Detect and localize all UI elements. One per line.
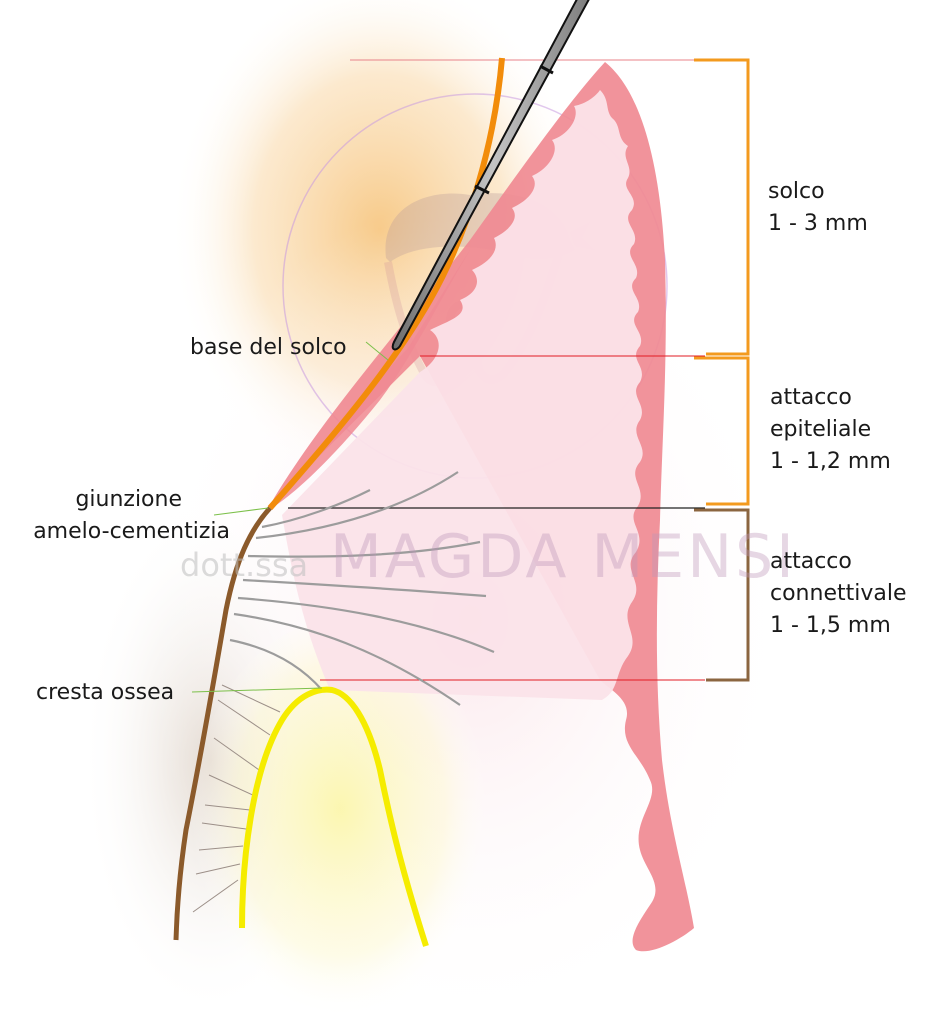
sharpey-fibers <box>192 684 281 913</box>
measurement-epiteliale-title2: epiteliale <box>770 417 872 442</box>
measurement-connettivale-title2: connettivale <box>770 581 907 606</box>
measurement-connettivale-value: 1 - 1,5 mm <box>770 613 891 638</box>
measurement-attacco-epiteliale: attacco epiteliale 1 - 1,2 mm <box>770 382 891 478</box>
label-base-del-solco-text: base del solco <box>190 335 347 360</box>
label-giunzione-amelo-cementizia: giunzione amelo-cementizia <box>10 484 230 548</box>
periodontal-probe[interactable] <box>391 0 594 351</box>
reference-lines <box>288 59 705 681</box>
root-cementum <box>173 506 272 941</box>
measurement-attacco-connettivale: attacco connettivale 1 - 1,5 mm <box>770 546 907 642</box>
label-giunzione-line2: amelo-cementizia <box>33 519 230 544</box>
label-cresta-ossea-text: cresta ossea <box>36 680 175 705</box>
label-giunzione-line1: giunzione <box>75 487 182 512</box>
measurement-solco-value: 1 - 3 mm <box>768 211 868 236</box>
gingiva-inner <box>282 90 643 700</box>
leader-lines <box>191 341 389 693</box>
measurement-solco-title: solco <box>768 179 825 204</box>
alveolar-bone <box>239 686 429 947</box>
measurement-solco: solco 1 - 3 mm <box>768 176 868 240</box>
bracket-solco <box>694 58 750 356</box>
label-cresta-ossea: cresta ossea <box>36 677 174 709</box>
periodontal-fibers <box>229 471 495 706</box>
bracket-attacco-connettivale <box>694 508 750 682</box>
enamel-surface <box>267 57 505 510</box>
measurement-connettivale-title1: attacco <box>770 549 852 574</box>
bracket-attacco-epiteliale <box>694 356 750 506</box>
measurement-epiteliale-title1: attacco <box>770 385 852 410</box>
label-base-del-solco: base del solco <box>190 332 347 364</box>
measurement-epiteliale-value: 1 - 1,2 mm <box>770 449 891 474</box>
